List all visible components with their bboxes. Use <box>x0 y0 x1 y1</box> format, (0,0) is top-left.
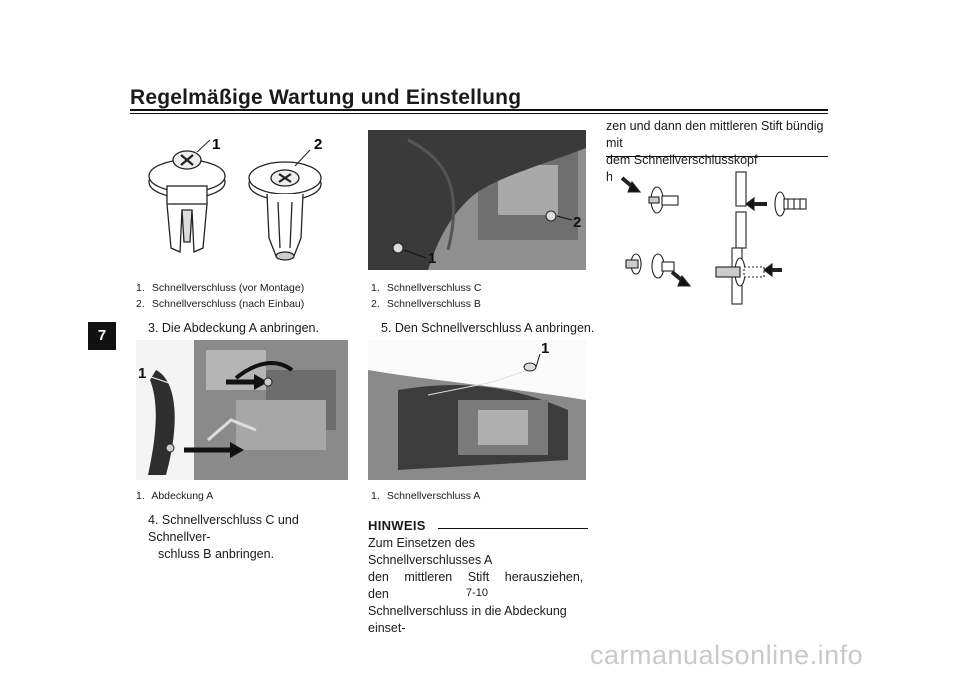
fig3-callout-1: 1 <box>428 250 436 267</box>
step-4: 4. Schnellverschluss C und Schnellver- s… <box>148 512 358 563</box>
step-4-line-2: schluss B anbringen. <box>158 547 275 561</box>
fig1-caption-1: 1. Schnellverschluss (vor Montage) <box>136 282 305 294</box>
fig2-caption-1: 1. Abdeckung A <box>136 490 214 502</box>
page-title: Regelmäßige Wartung und Einstellung <box>130 86 522 109</box>
fig4-callout-1: 1 <box>541 340 549 357</box>
step-5: 5. Den Schnellverschluss A anbringen. <box>381 321 595 335</box>
note-line-1: Zum Einsetzen des Schnellverschlusses A <box>368 536 493 567</box>
note-body: Zum Einsetzen des Schnellverschlusses A … <box>368 535 590 637</box>
fig1-caption-2: 2. Schnellverschluss (nach Einbau) <box>136 298 305 310</box>
note-end-rule <box>606 156 828 157</box>
note-line-2: den mittleren Stift herausziehen, den <box>368 570 584 601</box>
step-3: 3. Die Abdeckung A anbringen. <box>148 321 319 335</box>
chapter-tab: 7 <box>88 322 116 350</box>
note-heading-rule <box>438 528 588 529</box>
fig1-callout-2: 2 <box>314 136 322 153</box>
cover-a-photo: 1 <box>136 340 348 480</box>
fastener-a-photo: 1 <box>368 340 586 480</box>
fig3-caption-1: 1. Schnellverschluss C <box>371 282 482 294</box>
watermark: carmanualsonline.info <box>590 640 864 670</box>
fig2-callout-1: 1 <box>138 365 146 382</box>
fasteners-c-b-photo: 1 2 <box>368 130 586 270</box>
col3-line-1: zen und dann den mittleren Stift bündig … <box>606 119 824 150</box>
fig3-caption-2: 2. Schnellverschluss B <box>371 298 481 310</box>
note-heading: HINWEIS <box>368 518 426 533</box>
step-4-line-1: 4. Schnellverschluss C und Schnellver- <box>148 513 299 544</box>
title-rule-thin <box>130 113 828 114</box>
fig3-callout-2: 2 <box>573 214 581 231</box>
note-line-3: Schnellverschluss in die Abdeckung einse… <box>368 604 567 635</box>
fig4-caption-1: 1. Schnellverschluss A <box>371 490 481 502</box>
title-rule <box>130 109 828 111</box>
fig1-callout-1: 1 <box>212 136 220 153</box>
insertion-diagram <box>612 168 812 308</box>
fastener-drawing: 1 2 <box>130 130 350 280</box>
page-number: 7-10 <box>466 587 489 599</box>
